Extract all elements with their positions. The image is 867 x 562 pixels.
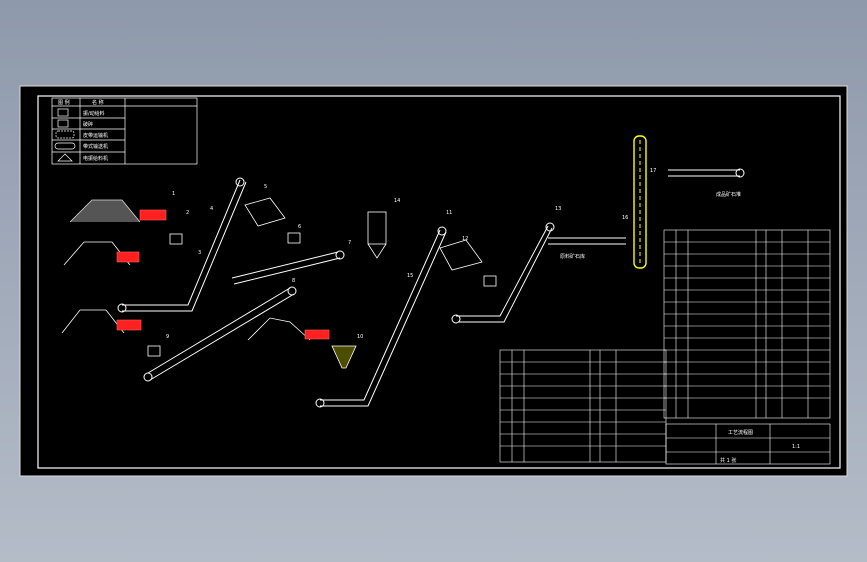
callout-15: 15 [407,273,413,279]
conveyor-1 [122,179,241,306]
legend-row-vibrating-feeder: 电振给料机 [83,155,108,162]
conveyor-5b [458,227,553,323]
crusher-4 [483,275,497,287]
legend-header-name: 名 称 [92,99,104,106]
title-block [665,423,831,465]
conveyor-2 [231,251,339,279]
equipment-list-table [663,229,831,419]
title-drawing-name: 工艺流程图 [728,429,753,436]
ore-pile-4 [247,317,311,341]
callout-11: 11 [446,210,452,216]
callout-5: 5 [264,184,267,190]
callout-14: 14 [394,198,400,204]
callouts: 1 2 3 4 5 6 7 8 9 10 11 12 13 14 15 16 1… [166,168,656,340]
legend-row-feeder: 振/动给料 [83,110,105,117]
bucket-elevator [633,135,647,269]
loader-equipment [116,209,330,340]
callout-7: 7 [348,240,351,246]
loader-3 [116,319,142,331]
callout-2: 2 [186,210,189,216]
crusher-3 [147,345,161,357]
callout-13: 13 [555,206,561,212]
legend-row-crusher: 破碎 [83,121,93,128]
callout-8: 8 [292,278,295,284]
conveyor-5 [456,225,549,317]
conveyor-1b [122,181,247,312]
drawing-sheet [19,85,848,477]
screen-1 [244,197,286,227]
hopper [331,345,357,369]
callout-9: 9 [166,334,169,340]
drawing-border [37,95,841,469]
ore-pile-1 [69,199,141,223]
loader-4 [304,329,330,340]
callout-6: 6 [298,224,301,230]
legend-table [51,97,198,165]
conveyor-belts [117,168,745,408]
conveyor-4 [320,229,441,401]
callout-4: 4 [210,206,213,212]
conveyor-2b [233,257,341,285]
legend-row-belt: 皮带运输机 [83,132,108,139]
legend-header-symbol: 图 例 [58,99,70,106]
legend-text: 图 例 名 称 振/动给料 破碎 皮带运输机 带式输送机 电振给料机 [58,99,108,162]
parts-table [499,349,667,463]
callout-12: 12 [462,236,468,242]
conveyor-3 [147,287,291,374]
callout-1: 1 [172,191,175,197]
silo [367,211,387,245]
callout-16: 16 [622,215,628,221]
callout-10: 10 [357,334,363,340]
callout-17: 17 [650,168,656,174]
screens-crushers [147,197,497,369]
conveyor-3b [149,293,295,381]
legend-row-conveyor: 带式输送机 [83,143,108,150]
loader-1 [139,209,167,221]
loader-2 [116,251,140,263]
screen-2 [439,239,483,271]
crusher-2 [287,232,301,244]
label-product-section: 成品矿石堆 [716,191,741,198]
title-sheet: 共 1 张 [720,457,736,464]
callout-3: 3 [198,250,201,256]
title-scale: 1:1 [792,444,800,450]
conveyor-4b [320,231,447,407]
label-feed-section: 原料矿石库 [560,253,585,260]
ore-pile-3 [61,309,125,334]
crusher-1 [169,233,183,245]
